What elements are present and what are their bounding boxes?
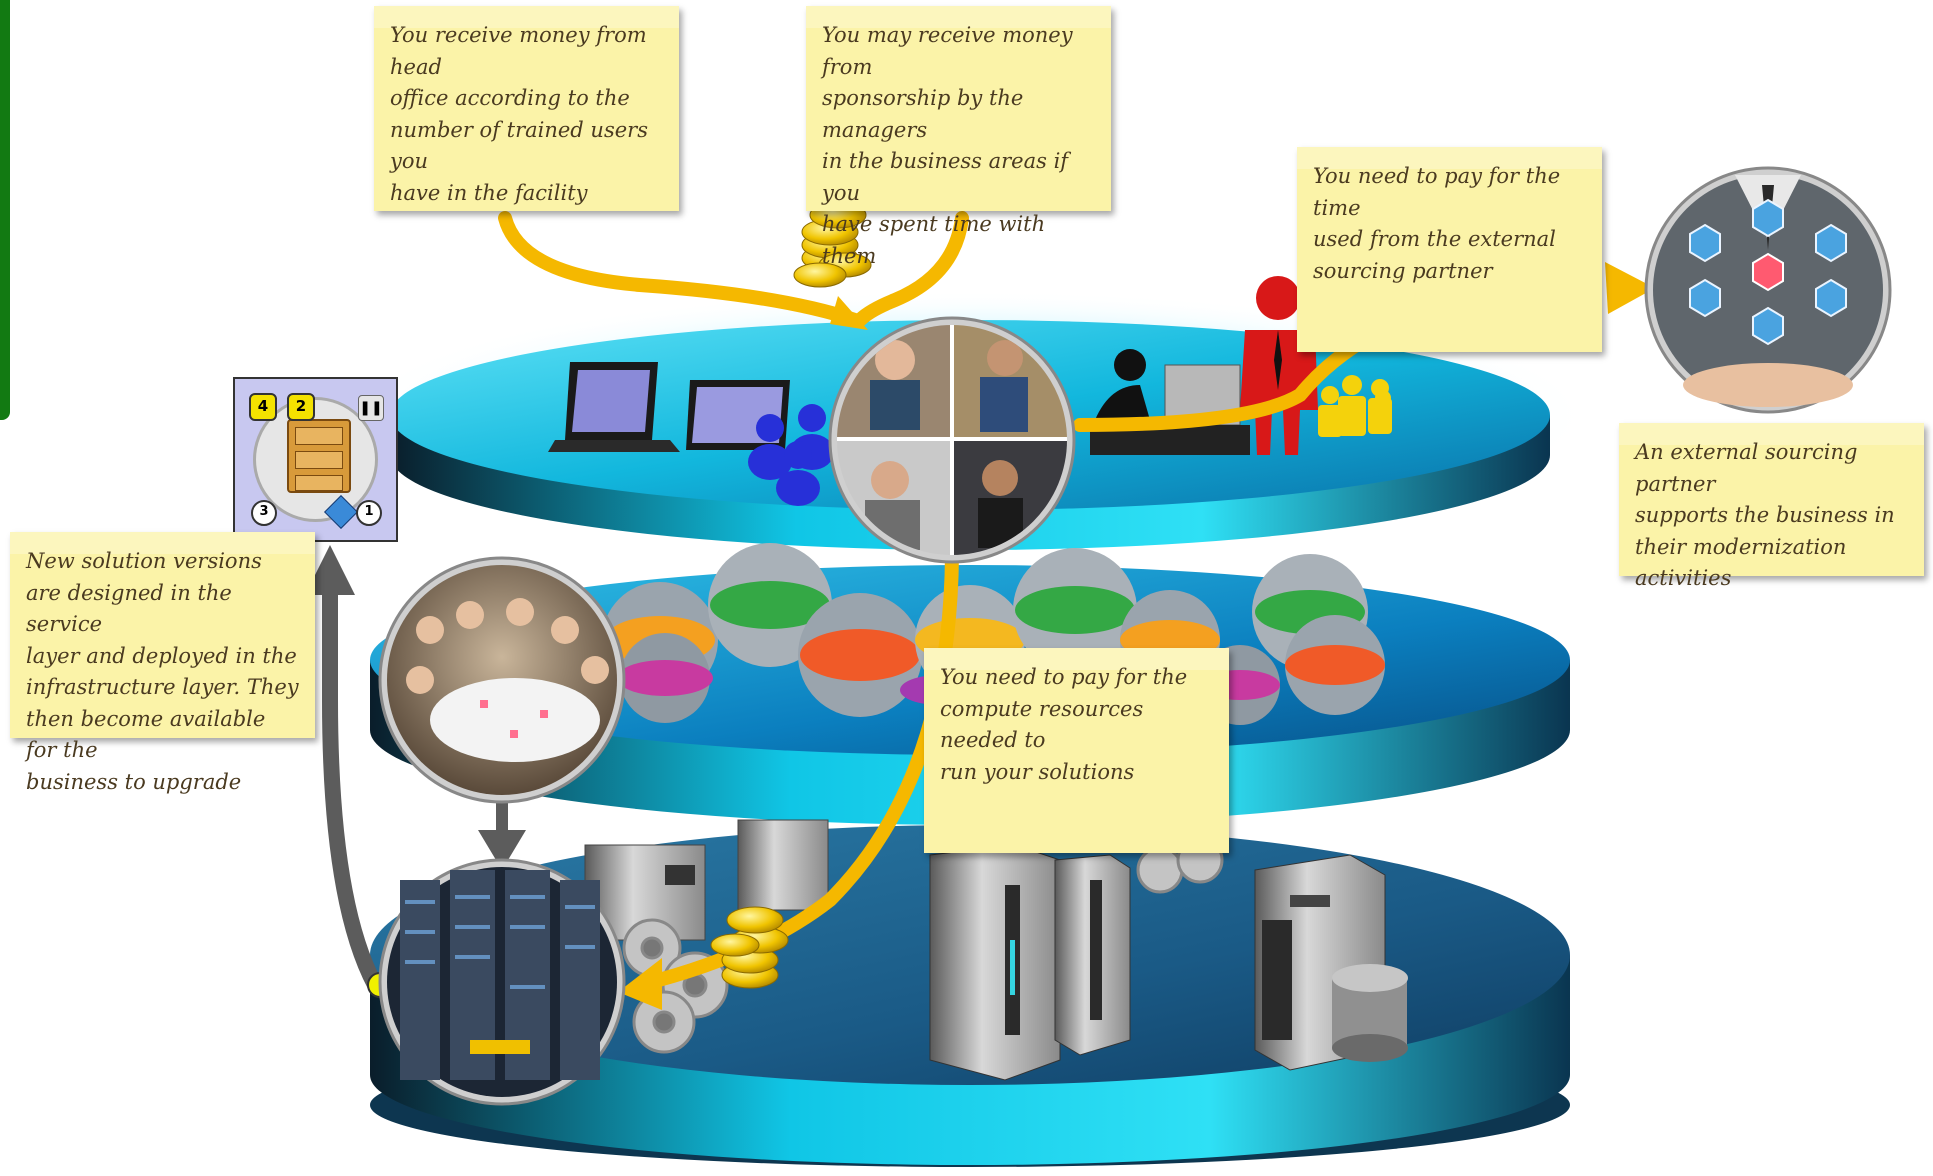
filing-cabinet-icon	[287, 419, 351, 493]
note-solution-versions-text: New solution versions are designed in th…	[26, 549, 299, 794]
note-sourcing-partner-text: An external sourcing partner supports th…	[1635, 440, 1895, 590]
status-tile[interactable]: 4 2 ❚❚ 3 1	[233, 377, 398, 542]
pause-icon[interactable]: ❚❚	[358, 395, 384, 421]
note-compute-text: You need to pay for the compute resource…	[940, 665, 1188, 784]
note-compute: You need to pay for the compute resource…	[924, 648, 1229, 853]
tile-badge-bottom-right: 1	[356, 500, 382, 526]
arrow-heads	[618, 262, 1655, 1010]
note-head-office: You receive money from head office accor…	[374, 6, 679, 211]
side-accent-bar	[0, 0, 10, 420]
server-equipment	[584, 819, 1408, 1081]
note-sponsorship-text: You may receive money from sponsorship b…	[822, 23, 1073, 268]
note-external-time: You need to pay for the time used from t…	[1297, 147, 1602, 352]
note-solution-versions: New solution versions are designed in th…	[10, 532, 315, 794]
external-partner-photo	[1644, 166, 1892, 414]
tile-badge-top-center: 2	[287, 393, 315, 421]
note-sourcing-partner: An external sourcing partner supports th…	[1619, 423, 1924, 590]
tile-badge-bottom-left: 3	[251, 500, 277, 526]
gear-cluster	[602, 543, 1385, 725]
note-sponsorship: You may receive money from sponsorship b…	[806, 6, 1111, 268]
design-team-photo	[378, 556, 626, 804]
note-head-office-text: You receive money from head office accor…	[390, 23, 648, 205]
coin-stack-icon	[710, 906, 789, 989]
note-external-time-text: You need to pay for the time used from t…	[1313, 164, 1561, 283]
business-users-photo	[828, 316, 1076, 564]
data-center-photo	[378, 858, 626, 1106]
tile-badge-top-left: 4	[249, 393, 277, 421]
